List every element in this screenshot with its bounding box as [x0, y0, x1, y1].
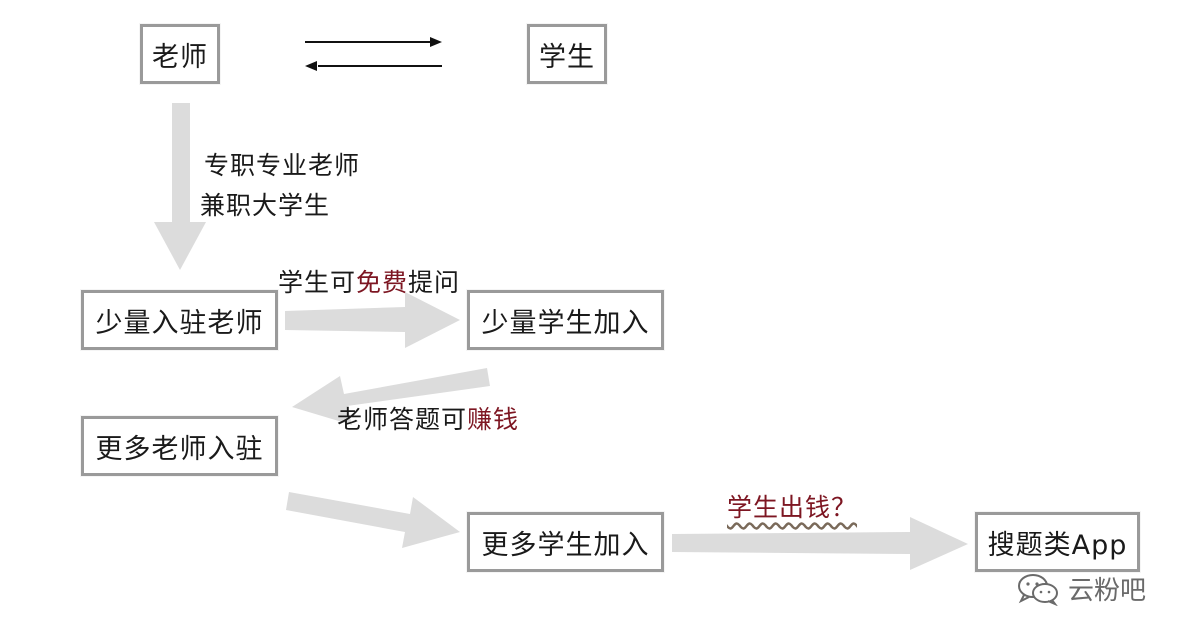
node-teacher: 老师 [140, 24, 220, 84]
watermark-text: 云粉吧 [1068, 576, 1147, 606]
node-few-students: 少量学生加入 [467, 290, 664, 350]
wechat-icon [1018, 573, 1058, 606]
node-search-app: 搜题类App [975, 512, 1140, 572]
node-more-students: 更多学生加入 [467, 512, 664, 572]
label-parttime-student: 兼职大学生 [200, 191, 331, 220]
label-teacher-earn: 老师答题可赚钱 [337, 400, 519, 436]
arrow-few-teachers-to-students [285, 292, 460, 348]
node-student: 学生 [527, 24, 607, 84]
arrow-down-teacher [154, 103, 206, 270]
watermark: 云粉吧 [1016, 570, 1146, 607]
arrow-student-to-teacher [305, 61, 442, 71]
label-student-free-highlight: 免费 [356, 268, 409, 297]
label-teacher-earn-pre: 老师答题可 [337, 405, 468, 434]
arrow-students-to-search-app [672, 517, 968, 570]
label-teacher-earn-highlight: 赚钱 [467, 405, 520, 434]
label-student-free-question: 学生可免费提问 [278, 263, 460, 299]
label-student-free-post: 提问 [408, 268, 461, 297]
arrow-teacher-to-student [305, 37, 442, 47]
arrow-students-to-more-teachers [292, 368, 490, 425]
label-fulltime-teacher: 专职专业老师 [204, 151, 361, 180]
arrow-more-teachers-to-students [286, 492, 460, 548]
node-more-teachers: 更多老师入驻 [81, 416, 278, 476]
label-student-pay: 学生出钱？ [727, 493, 858, 522]
label-student-free-pre: 学生可 [278, 268, 357, 297]
node-few-teachers: 少量入驻老师 [81, 290, 278, 350]
